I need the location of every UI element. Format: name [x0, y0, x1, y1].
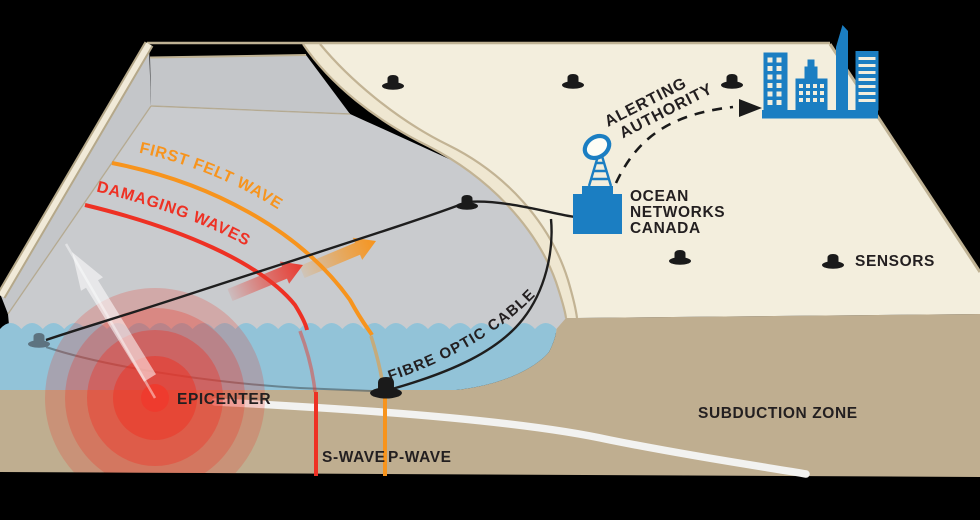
onc-station-icon [573, 133, 622, 234]
cable-station-to-shelf-sensor [466, 200, 576, 219]
p-wave-label: P-WAVE [388, 449, 452, 466]
first-wave-arrow-icon [299, 237, 376, 278]
seafloor-cross-section [0, 314, 980, 477]
basin-left-fold-line [7, 105, 152, 315]
alert-dashed-arc [614, 105, 734, 184]
s-wave-label: S-WAVE [322, 449, 386, 466]
alert-arrowhead-icon [739, 99, 762, 117]
s-wave-underwater-segment [298, 330, 317, 393]
coastline-inner-line [302, 43, 568, 319]
station-label: OCEAN NETWORKS CANADA [630, 188, 730, 237]
city-skyline-icon [762, 25, 879, 119]
epicenter-rings [45, 288, 265, 477]
ocean-back-wall [150, 55, 350, 114]
subduction-slab-line [211, 398, 810, 478]
block-right-edge [828, 43, 980, 273]
first-felt-wave-arc [111, 161, 374, 337]
block-left-rim [0, 42, 152, 298]
ocean-surface [8, 106, 566, 336]
basin-back-top-edge [149, 54, 307, 59]
fibre-optic-cable-line [391, 218, 553, 391]
rupture-arrow-icon [72, 252, 156, 382]
sensors-label: SENSORS [855, 253, 935, 270]
coastline-outer-line [319, 43, 579, 319]
subduction-zone-label: SUBDUCTION ZONE [698, 405, 858, 422]
damaging-wave-arrow-icon [227, 261, 303, 301]
epicenter-label: EPICENTER [177, 391, 271, 408]
cable-shelf-to-offshore-sensor [45, 200, 468, 342]
coastline-beach-band [303, 44, 577, 318]
basin-back-fold-line [150, 105, 351, 115]
satellite-dish-icon [582, 133, 612, 161]
